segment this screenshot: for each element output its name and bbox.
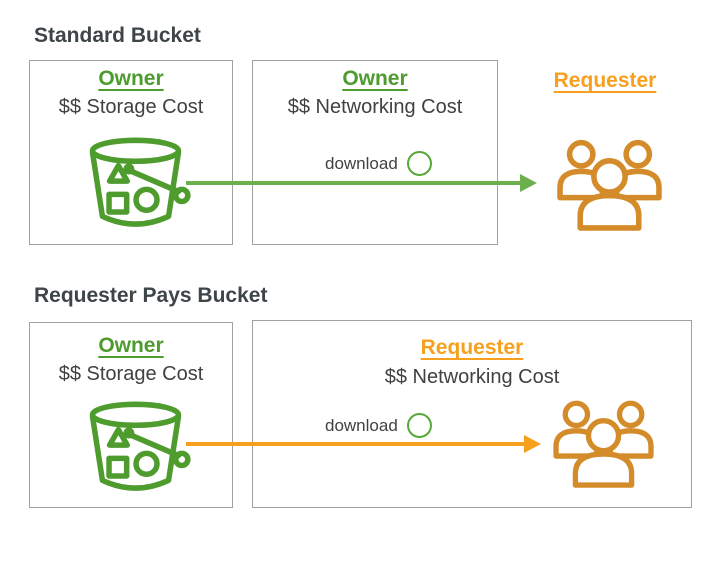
requester-pays-networking-role-label: Requester — [420, 336, 524, 359]
standard-networking-box: Owner $$ Networking Cost download — [252, 60, 498, 245]
download-flow-arrow-green — [186, 174, 537, 192]
standard-download-label: download — [325, 153, 398, 173]
standard-bucket-title: Standard Bucket — [34, 24, 201, 47]
s3-bucket-icon — [89, 137, 191, 227]
standard-requester-label: Requester — [553, 69, 657, 92]
standard-storage-cost-label: $$ Storage Cost — [58, 96, 204, 118]
download-circle-icon — [406, 151, 432, 176]
users-group-icon — [553, 400, 654, 488]
requester-pays-bucket-title: Requester Pays Bucket — [34, 284, 268, 307]
standard-networking-cost-label: $$ Networking Cost — [287, 96, 463, 118]
standard-download-row: download — [325, 151, 432, 176]
s3-bucket-icon — [89, 401, 191, 491]
requester-pays-storage-box: Owner $$ Storage Cost — [29, 322, 233, 508]
requester-pays-download-row: download — [325, 413, 432, 438]
requester-pays-download-label: download — [325, 415, 398, 435]
requester-pays-storage-cost-label: $$ Storage Cost — [58, 363, 204, 385]
download-circle-icon — [406, 413, 432, 438]
requester-pays-networking-cost-label: $$ Networking Cost — [384, 366, 560, 388]
requester-pays-networking-box: Requester $$ Networking Cost download — [252, 320, 692, 508]
download-flow-arrow-orange — [186, 435, 541, 453]
standard-storage-box: Owner $$ Storage Cost — [29, 60, 233, 245]
users-group-icon — [557, 139, 662, 231]
requester-pays-storage-role-label: Owner — [98, 334, 164, 357]
standard-networking-role-label: Owner — [342, 67, 408, 90]
standard-storage-role-label: Owner — [98, 67, 164, 90]
